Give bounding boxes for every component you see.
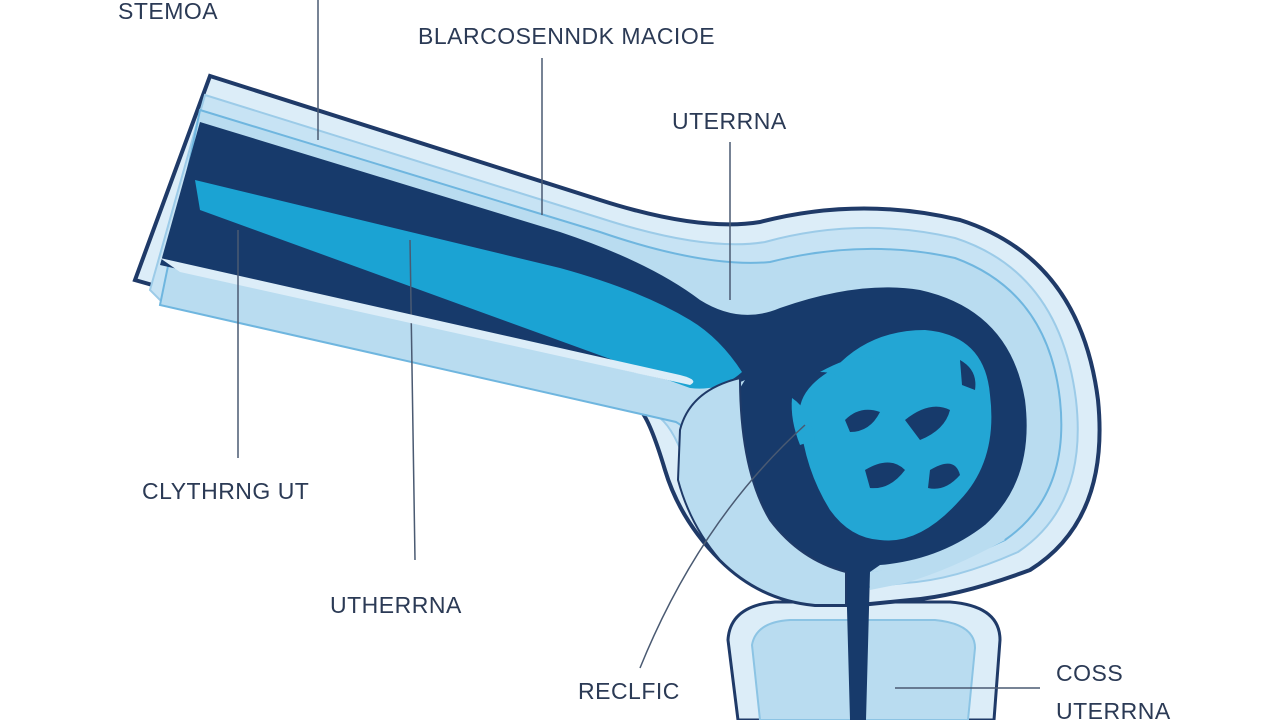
label-utherrna: UTHERRNA: [330, 592, 462, 618]
leader-lines: [237, 0, 1040, 689]
label-stemoa: STEMOA: [118, 0, 219, 24]
label-blarcosenndk-macioe: BLARCOSENNDK MACIOE: [418, 23, 716, 49]
label-clythrng-ut: CLYTHRNG UT: [142, 478, 310, 504]
leader-reclfic: [639, 424, 806, 669]
tumor-mass: [791, 330, 992, 541]
cyan-stripe: [195, 180, 742, 561]
label-uterrna-top: UTERRNA: [672, 108, 787, 134]
lower-duct: [160, 258, 694, 385]
label-coss: COSS: [1056, 660, 1124, 686]
label-uterrna-bottom: UTERRNA: [1056, 698, 1171, 720]
label-reclfic: RECLFIC: [578, 678, 680, 704]
neck: [676, 376, 1005, 606]
